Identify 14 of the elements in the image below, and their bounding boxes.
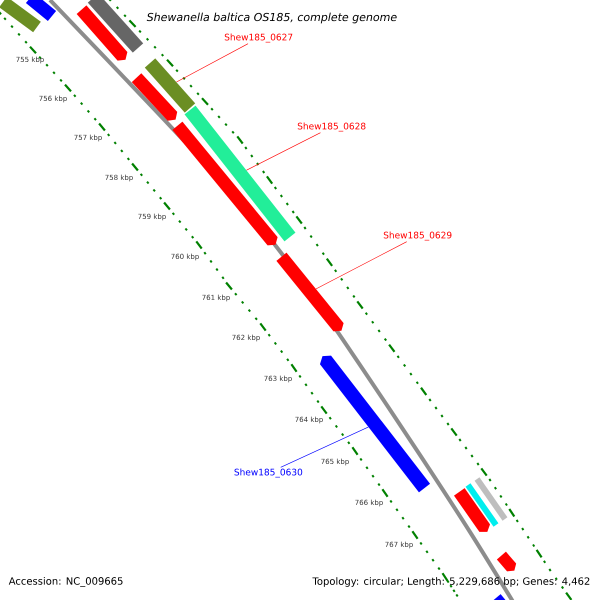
leader-line	[246, 132, 321, 170]
footer-text: Topology: circular; Length: 5,229,686 bp; Genes: 4,462	[312, 577, 590, 587]
gene-label: Shew185_0628	[298, 122, 366, 132]
gene-label: Shew185_0630	[234, 468, 302, 478]
leader-line	[176, 43, 248, 82]
footer-text: Accession: NC_009665	[8, 577, 123, 587]
gene-label: Shew185_0629	[384, 232, 452, 240]
gene-feature	[276, 252, 344, 332]
gene-feature	[144, 58, 196, 113]
leader-line	[316, 241, 408, 290]
gene-feature	[184, 106, 296, 242]
leader-line	[280, 426, 369, 468]
title: Shewanella baltica OS185, complete genome	[146, 12, 397, 24]
gene-label: Shew185_0627	[224, 34, 292, 42]
